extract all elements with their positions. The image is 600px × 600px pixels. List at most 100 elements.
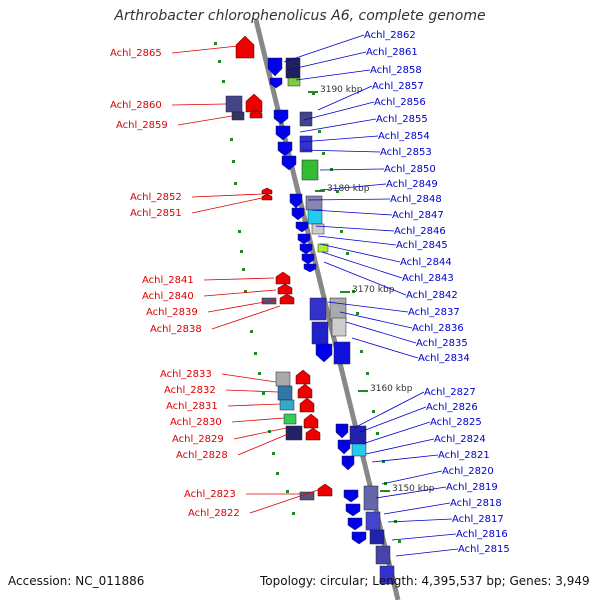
track-dot: [222, 80, 225, 83]
forward-gene-leader: [339, 311, 413, 329]
reverse-gene-label: Achl_2823: [184, 489, 236, 500]
reverse-gene: [297, 383, 313, 399]
forward-gene: [343, 489, 359, 503]
reverse-gene-leader: [237, 433, 289, 456]
forward-gene: [303, 263, 317, 273]
track-dot: [336, 190, 339, 193]
forward-gene-label: Achl_2854: [378, 131, 430, 142]
track-dot: [356, 312, 359, 315]
gene-block: [299, 111, 313, 127]
forward-gene-label: Achl_2844: [400, 257, 452, 268]
reverse-gene: [279, 293, 295, 305]
track-dot: [232, 160, 235, 163]
reverse-gene-label: Achl_2833: [160, 369, 212, 380]
reverse-gene-leader: [191, 197, 263, 214]
reverse-gene-leader: [233, 427, 287, 440]
reverse-gene: [303, 413, 319, 429]
track-dot: [398, 540, 401, 543]
forward-gene-leader: [283, 34, 365, 63]
forward-gene: [315, 343, 333, 363]
reverse-gene-label: Achl_2841: [142, 275, 194, 286]
forward-gene-label: Achl_2821: [438, 450, 490, 461]
forward-gene-label: Achl_2856: [374, 97, 426, 108]
reverse-gene-leader: [171, 103, 227, 106]
reverse-gene-leader: [249, 489, 319, 514]
track-dot: [292, 512, 295, 515]
forward-gene-label: Achl_2818: [450, 498, 502, 509]
forward-gene-leader: [323, 261, 407, 296]
forward-gene-label: Achl_2824: [434, 434, 486, 445]
scale-tick-label: 3150 kbp: [392, 484, 435, 494]
gene-block: [305, 195, 323, 211]
track-dot: [340, 230, 343, 233]
forward-gene-leader: [299, 118, 377, 133]
reverse-gene-label: Achl_2859: [116, 120, 168, 131]
gene-block: [329, 297, 347, 321]
track-dot: [230, 138, 233, 141]
forward-gene-label: Achl_2820: [442, 466, 494, 477]
track-dot: [360, 350, 363, 353]
track-dot: [244, 290, 247, 293]
gene-block: [285, 425, 303, 441]
track-dot: [250, 330, 253, 333]
track-dot: [276, 472, 279, 475]
gene-block: [299, 491, 315, 501]
forward-gene: [335, 423, 349, 439]
forward-gene-label: Achl_2836: [412, 323, 464, 334]
forward-gene-leader: [395, 548, 459, 557]
forward-gene: [281, 155, 297, 171]
track-dot: [238, 230, 241, 233]
forward-gene-label: Achl_2847: [392, 210, 444, 221]
reverse-gene-leader: [207, 299, 277, 313]
forward-gene: [299, 243, 313, 255]
gene-block: [351, 443, 367, 457]
forward-gene: [295, 221, 309, 233]
forward-gene-label: Achl_2857: [372, 81, 424, 92]
forward-gene-leader: [387, 518, 453, 523]
reverse-gene: [249, 109, 263, 119]
reverse-gene-label: Achl_2822: [188, 508, 240, 519]
reverse-gene-label: Achl_2860: [110, 100, 162, 111]
track-dot: [262, 392, 265, 395]
track-dot: [254, 352, 257, 355]
forward-gene-leader: [351, 337, 419, 359]
gene-block: [275, 371, 291, 387]
gene-block: [279, 399, 295, 411]
forward-gene-leader: [303, 101, 375, 121]
forward-gene-leader: [319, 168, 385, 171]
forward-gene-label: Achl_2858: [370, 65, 422, 76]
reverse-gene-label: Achl_2839: [146, 307, 198, 318]
forward-gene-leader: [287, 51, 367, 71]
gene-block: [283, 413, 297, 425]
reverse-gene-label: Achl_2838: [150, 324, 202, 335]
forward-gene-label: Achl_2850: [384, 164, 436, 175]
forward-gene-label: Achl_2815: [458, 544, 510, 555]
forward-gene-label: Achl_2853: [380, 147, 432, 158]
reverse-gene-leader: [191, 193, 263, 198]
track-dot: [366, 372, 369, 375]
reverse-gene: [277, 283, 293, 295]
forward-gene: [301, 253, 315, 265]
forward-gene: [275, 125, 291, 141]
gene-block: [365, 511, 381, 531]
gene-block: [307, 209, 323, 225]
gene-block: [379, 565, 395, 585]
reverse-gene-label: Achl_2832: [164, 385, 216, 396]
forward-gene-label: Achl_2834: [418, 353, 470, 364]
reverse-gene-leader: [227, 403, 281, 407]
forward-gene-leader: [317, 85, 373, 111]
track-dot: [286, 490, 289, 493]
forward-gene-label: Achl_2835: [416, 338, 468, 349]
forward-gene-leader: [345, 321, 417, 344]
forward-gene-label: Achl_2848: [390, 194, 442, 205]
track-dot: [258, 372, 261, 375]
reverse-gene-leader: [231, 417, 285, 423]
forward-gene-leader: [317, 235, 397, 246]
gene-block: [231, 111, 245, 121]
gene-block: [333, 341, 351, 365]
track-dot: [272, 452, 275, 455]
forward-gene: [277, 141, 293, 157]
forward-gene-leader: [391, 533, 457, 541]
forward-gene: [347, 517, 363, 531]
